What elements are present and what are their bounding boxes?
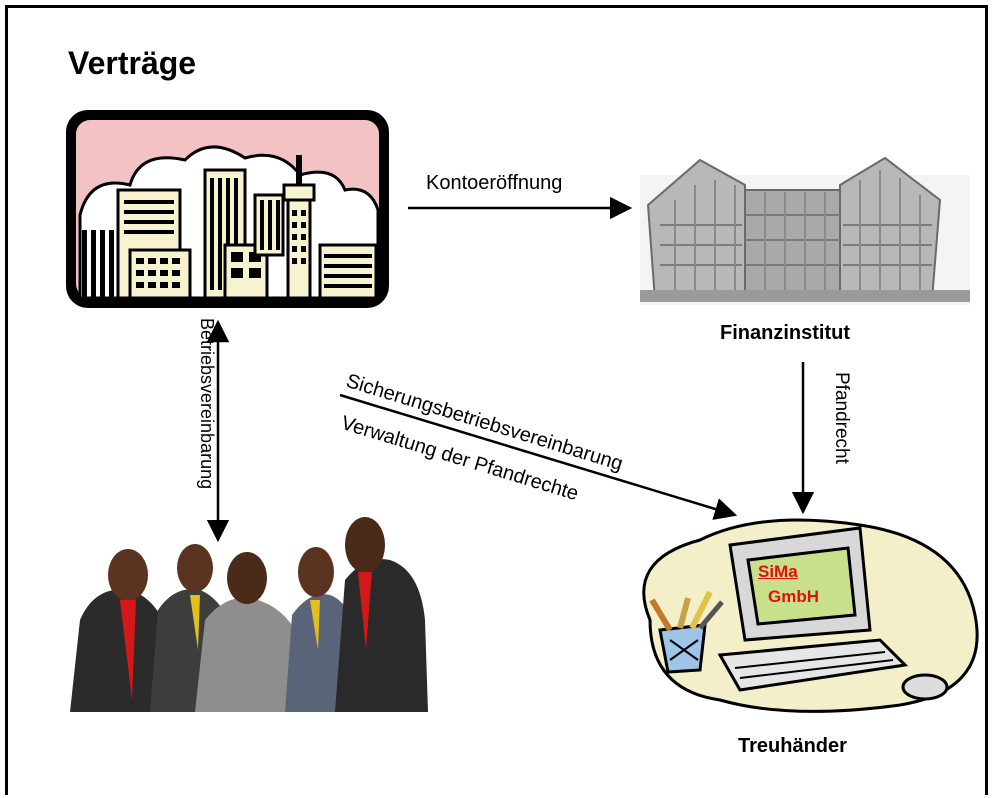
node-label-treuhaender: Treuhänder — [738, 735, 847, 757]
screen-brand-line2: GmbH — [768, 587, 819, 606]
arrow-staff-to-trustee — [339, 393, 738, 520]
page-title: Verträge — [68, 45, 197, 81]
slide-frame — [5, 5, 988, 795]
edge-label-kontoeroeffnung: Kontoeröffnung — [426, 172, 563, 194]
trustee-computer-icon — [642, 518, 979, 713]
screen-brand-line1: SiMa — [758, 562, 798, 581]
edge-label-pfandrecht: Pfandrecht — [831, 372, 852, 464]
node-label-finanzinstitut: Finanzinstitut — [720, 322, 850, 344]
staff-group-image — [70, 517, 428, 712]
edge-label-betriebsvereinbarung: Betriebsvereinbarung — [197, 318, 217, 490]
company-city-icon — [66, 110, 389, 308]
bank-building-image — [640, 156, 970, 305]
